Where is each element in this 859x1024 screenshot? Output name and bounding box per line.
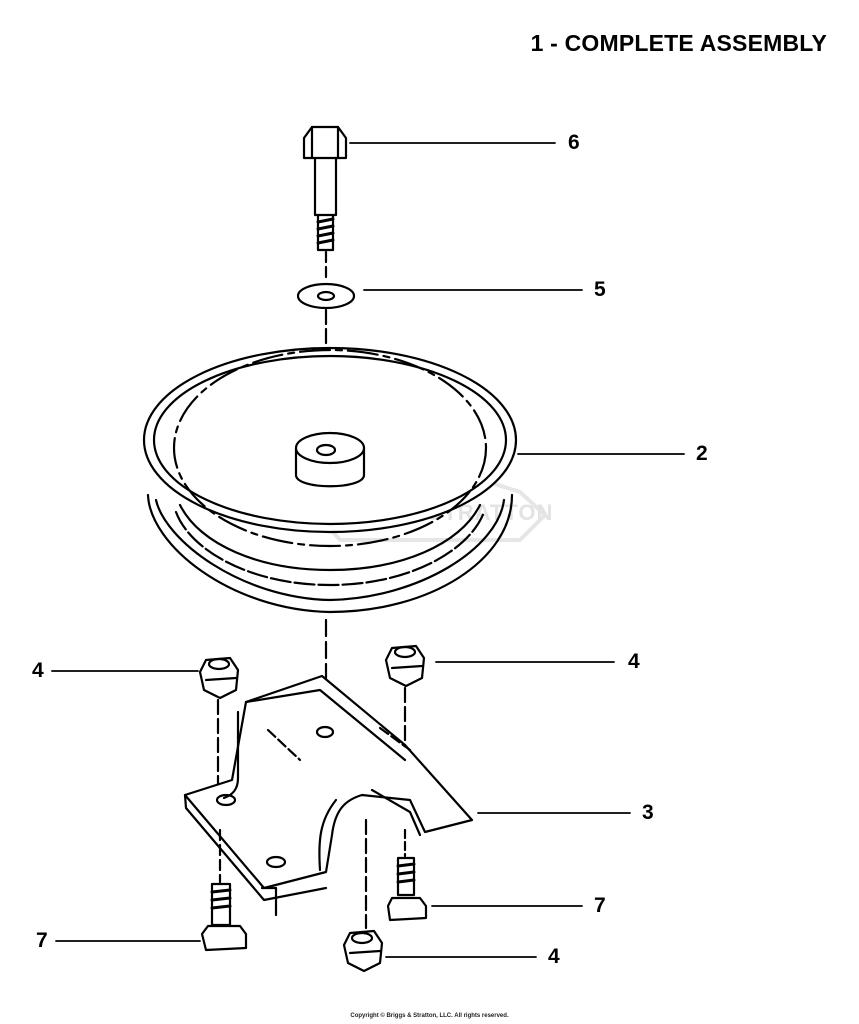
callout-6: 6 (568, 131, 580, 154)
bracket (183, 674, 474, 917)
copyright-notice: Copyright © Briggs & Stratton, LLC. All … (350, 1013, 509, 1019)
callout-2: 2 (696, 442, 708, 465)
nut-left (198, 656, 240, 700)
screw-left (200, 828, 248, 952)
callout-7-left: 7 (36, 929, 48, 952)
pulley (142, 346, 518, 614)
callout-5: 5 (594, 278, 606, 301)
callout-4-left: 4 (32, 659, 44, 682)
callout-7-right: 7 (594, 894, 606, 917)
nut-right (384, 644, 426, 688)
hex-bolt-top (302, 125, 348, 252)
nut-bottom (342, 929, 384, 973)
screw-right (386, 828, 428, 922)
washer (296, 282, 356, 310)
page-title: 1 - COMPLETE ASSEMBLY (530, 30, 827, 56)
callout-4-right: 4 (628, 650, 640, 673)
callout-3: 3 (642, 801, 654, 824)
callout-4-bottom: 4 (548, 945, 560, 968)
